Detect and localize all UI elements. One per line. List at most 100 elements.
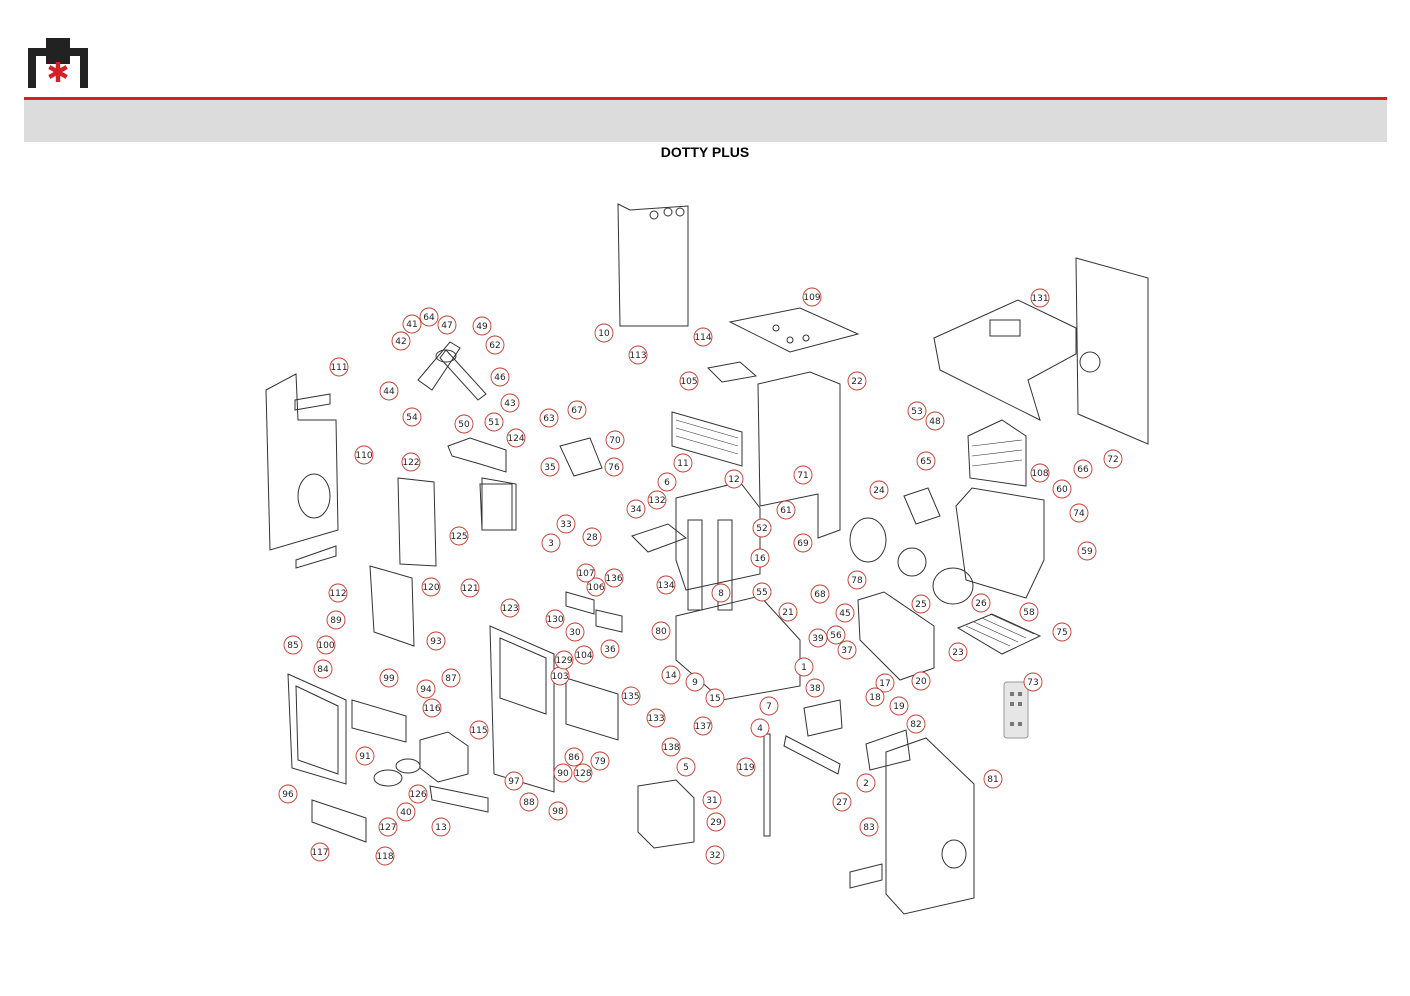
part-callout-53: 53 [907,401,927,421]
part-callout-84: 84 [313,659,333,679]
part-callout-63: 63 [539,408,559,428]
part-callout-130: 130 [545,609,565,629]
right-front-panel [885,737,975,915]
callout-number: 107 [577,569,594,579]
part-callout-9: 9 [685,672,705,692]
callout-number: 121 [461,584,478,594]
part-callout-119: 119 [736,757,756,777]
callout-number: 44 [383,387,395,397]
part-callout-15: 15 [705,688,725,708]
part-callout-16: 16 [750,548,770,568]
part-callout-6: 6 [657,472,677,492]
part-callout-76: 76 [604,457,624,477]
callout-number: 38 [809,684,821,694]
callout-number: 13 [435,823,446,833]
callout-number: 37 [841,646,852,656]
header-grey-band [24,100,1387,142]
part-callout-19: 19 [889,696,909,716]
callout-number: 135 [622,692,639,702]
part-callout-73: 73 [1023,672,1043,692]
callout-number: 64 [423,313,435,323]
part-callout-100: 100 [316,635,336,655]
callout-number: 69 [797,539,809,549]
callout-number: 71 [797,471,808,481]
grate [956,613,1042,655]
callout-number: 118 [376,852,393,862]
part-callout-99: 99 [379,668,399,688]
part-callout-1: 1 [794,657,814,677]
callout-number: 136 [605,574,622,584]
part-callout-103: 103 [550,666,570,686]
part-callout-59: 59 [1077,541,1097,561]
callout-number: 120 [422,583,439,593]
front-door-frame [287,673,347,785]
callout-number: 4 [757,724,763,734]
part-callout-51: 51 [484,412,504,432]
part-callout-46: 46 [490,367,510,387]
callout-number: 108 [1031,469,1048,479]
callout-number: 87 [445,674,456,684]
part-callout-52: 52 [752,518,772,538]
part-callout-131: 131 [1030,288,1050,308]
callout-number: 10 [598,329,610,339]
part-callout-74: 74 [1069,503,1089,523]
callout-number: 81 [987,775,998,785]
part-callout-124: 124 [506,428,526,448]
part-callout-88: 88 [519,792,539,812]
rear-grid [967,419,1027,487]
callout-number: 34 [630,505,642,515]
callout-number: 41 [406,320,417,330]
callout-number: 111 [330,363,347,373]
callout-number: 115 [470,726,487,736]
callout-number: 93 [430,637,441,647]
part-callout-66: 66 [1073,459,1093,479]
callout-number: 72 [1107,455,1118,465]
part-callout-32: 32 [705,845,725,865]
callout-number: 123 [501,604,518,614]
part-callout-35: 35 [540,457,560,477]
callout-number: 42 [395,337,406,347]
callout-number: 8 [718,589,724,599]
part-callout-134: 134 [656,575,676,595]
part-callout-64: 64 [419,307,439,327]
part-callout-10: 10 [594,323,614,343]
part-callout-50: 50 [454,414,474,434]
callout-number: 19 [893,702,905,712]
callout-number: 28 [586,533,598,543]
callout-number: 131 [1031,294,1048,304]
part-callout-71: 71 [793,465,813,485]
part-callout-48: 48 [925,411,945,431]
callout-number: 51 [488,418,499,428]
callout-number: 6 [664,478,670,488]
part-callout-42: 42 [391,331,411,351]
pellet-hopper [955,487,1045,599]
callout-number: 97 [508,777,519,787]
part-callout-115: 115 [469,720,489,740]
part-callout-138: 138 [661,737,681,757]
callout-number: 61 [780,506,791,516]
part-callout-109: 109 [802,287,822,307]
cabinet-frame [757,371,841,539]
part-callout-24: 24 [869,480,889,500]
callout-number: 119 [737,763,754,773]
callout-number: 33 [560,520,571,530]
callout-number: 133 [647,714,664,724]
callout-number: 39 [812,634,824,644]
callout-number: 26 [975,599,987,609]
callout-number: 70 [609,436,621,446]
part-callout-62: 62 [485,335,505,355]
callout-number: 16 [754,554,766,564]
part-callout-125: 125 [449,526,469,546]
callout-number: 43 [504,399,515,409]
part-callout-116: 116 [422,698,442,718]
part-callout-112: 112 [328,583,348,603]
part-callout-40: 40 [396,802,416,822]
part-callout-91: 91 [355,746,375,766]
part-callout-93: 93 [426,631,446,651]
callout-number: 9 [692,678,698,688]
part-callout-120: 120 [421,577,441,597]
callout-number: 116 [423,704,440,714]
part-callout-87: 87 [441,668,461,688]
part-callout-65: 65 [916,451,936,471]
